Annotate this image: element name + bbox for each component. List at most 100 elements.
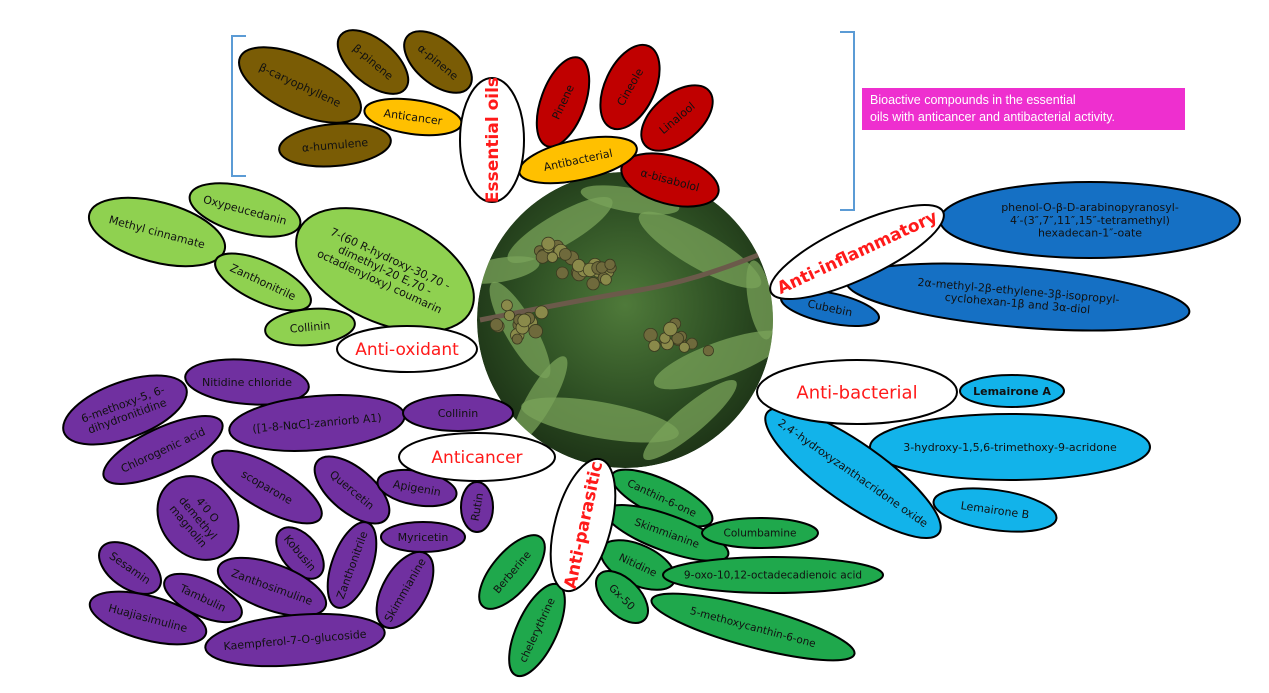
compound-sesamin-ellipse [98, 541, 162, 595]
compound-octadecadienoic-acid-label: 9-oxo-10,12-octadecadienoic acid [684, 570, 862, 582]
compound-kaempferol-glucoside: Kaempferol-7-O-glucoside [204, 612, 386, 668]
compound-collinin-anticancer-ellipse [402, 394, 514, 432]
compound-lemairone-b-ellipse [932, 487, 1058, 533]
leaf-shape [653, 330, 773, 390]
compound-alpha-humulene-ellipse [278, 122, 392, 168]
leaf-shape [643, 379, 737, 461]
compound-rutin-label: Rutin [468, 492, 486, 522]
compound-methyl-cinnamate-ellipse [87, 196, 227, 268]
berry-shape [534, 305, 549, 320]
compound-chlorogenic-acid-ellipse [102, 415, 224, 485]
compound-berberine-ellipse [478, 534, 546, 610]
berry-shape [528, 324, 543, 339]
compound-columbamine-ellipse [701, 517, 819, 549]
compound-linalool: Linalool [640, 84, 714, 152]
compound-octadienyloxy-coumarin: 7-(60 R-hydroxy-30,70 -dimethyl-20 E,70 … [295, 207, 475, 333]
compound-tambulin-ellipse [163, 572, 243, 624]
compound-columbamine: Columbamine [701, 517, 819, 549]
compound-myricetin-label: Myricetin [398, 531, 449, 544]
label-line: Columbamine [724, 528, 797, 540]
compound-nitidine-chloride-ellipse [184, 358, 310, 406]
compound-zanthonitrile-anticancer: Zanthonitrile [326, 521, 378, 609]
compound-nitidine-chloride-label: Nitidine chloride [202, 376, 292, 389]
compound-dihydronitidine-ellipse [62, 374, 188, 446]
compound-methoxycanthin-6-one: 5-methoxycanthin-6-one [650, 592, 856, 662]
label-line: α-humulene [301, 136, 369, 155]
label-line: Collinin [438, 407, 479, 420]
berry-shape [648, 339, 661, 352]
compound-collinin-ellipse [264, 307, 356, 347]
hub-essential-oils-ellipse [459, 77, 525, 203]
compound-octadecadienoic-acid: 9-oxo-10,12-octadecadienoic acid [662, 556, 884, 594]
compound-nitidine-chloride: Nitidine chloride [184, 358, 310, 406]
compound-demethyl-magnolin: 4′0 Odemethylmagnolin [156, 475, 240, 561]
berry-shape [600, 273, 612, 286]
label-line: Anticancer [431, 448, 522, 468]
compound-columbamine-label: Columbamine [724, 528, 797, 540]
activity-anticancer-oils: Anticancer [363, 97, 463, 137]
compound-methyl-ethylene-cyclohexanediol: 2α-methyl-2β-ethylene-3β-isopropyl-cyclo… [845, 262, 1191, 332]
compound-myricetin: Myricetin [380, 521, 466, 553]
hub-anticancer: Anticancer [398, 432, 556, 482]
compound-lemairone-a-ellipse [959, 374, 1065, 408]
compound-zanthonitrile-anticancer-ellipse [326, 521, 378, 609]
compound-octadecadienoic-acid-ellipse [662, 556, 884, 594]
berry-shape [501, 299, 513, 312]
compound-alpha-humulene-label: α-humulene [301, 136, 369, 155]
hub-anti-oxidant-label: Anti-oxidant [355, 340, 459, 360]
hub-essential-oils-label: Essential oils [483, 77, 503, 203]
compound-collinin-anticancer-label: Collinin [438, 407, 479, 420]
compound-tambulin: Tambulin [163, 572, 243, 624]
hub-anticancer-label: Anticancer [431, 448, 522, 468]
berry-shape [503, 309, 515, 322]
berry-shape [643, 327, 658, 343]
hub-anti-oxidant: Anti-oxidant [336, 325, 478, 373]
hub-anti-oxidant-ellipse [336, 325, 478, 373]
compound-sesamin: Sesamin [98, 541, 162, 595]
compound-oxypeucedanin: Oxypeucedanin [188, 182, 302, 238]
label-line: hexadecan-1″-oate [1038, 227, 1142, 240]
compound-beta-pinene-ellipse [336, 29, 410, 95]
berry-shape [663, 321, 678, 337]
compound-rutin: Rutin [460, 481, 494, 533]
label-line: Essential oils [483, 77, 503, 203]
compound-skimmianine-anticancer-ellipse [375, 551, 435, 629]
label-line: Collinin [289, 319, 331, 335]
caption-line: Bioactive compounds in the essential [870, 93, 1076, 107]
compound-collinin-anticancer: Collinin [402, 394, 514, 432]
hub-anti-bacterial-label: Anti-bacterial [796, 382, 917, 403]
compound-phenol-arabinopyranosyl-label: phenol-O-β-D-arabinopyranosyl-4′-(3″,7″,… [1001, 201, 1179, 239]
compound-collinin-label: Collinin [289, 319, 331, 335]
compound-scoparone-ellipse [211, 449, 323, 525]
compound-alpha-pinene: α-pinene [403, 30, 473, 94]
berry-shape [702, 345, 714, 357]
leaf-shape [507, 196, 613, 264]
compound-apigenin: Apigenin [376, 468, 458, 508]
leaf-shape [580, 185, 680, 215]
bracket-left [231, 35, 246, 177]
compound-beta-caryophyllene: β-caryophyllene [238, 46, 362, 124]
hub-anti-bacterial: Anti-bacterial [756, 359, 958, 425]
leaf-shape [638, 211, 762, 289]
label-line: Myricetin [398, 531, 449, 544]
berry-shape [489, 318, 504, 332]
label-line: Nitidine chloride [202, 376, 292, 389]
berry-shape [671, 332, 684, 345]
berry-shape [511, 333, 523, 345]
compound-zanriorb-a1: ([1-8-NαC]-zanriorb A1) [228, 394, 406, 452]
compound-oxypeucedanin-ellipse [188, 182, 302, 238]
compound-beta-caryophyllene-ellipse [238, 46, 362, 124]
hub-anti-parasitic-ellipse [549, 457, 617, 593]
label-line: phenol-O-β-D-arabinopyranosyl- [1001, 201, 1179, 214]
compound-methoxycanthin-6-one-ellipse [650, 592, 856, 662]
berry-shape [678, 341, 690, 353]
compound-trimethoxy-acridone-ellipse [869, 413, 1151, 481]
compound-demethyl-magnolin-ellipse [156, 475, 240, 561]
caption-box: Bioactive compounds in the essential oil… [862, 88, 1185, 130]
leaf-shape [746, 260, 773, 340]
label-line: Lemairone A [973, 385, 1051, 398]
caption-line: oils with anticancer and antibacterial a… [870, 110, 1116, 124]
compound-trimethoxy-acridone: 3-hydroxy-1,5,6-trimethoxy-9-acridone [869, 413, 1151, 481]
